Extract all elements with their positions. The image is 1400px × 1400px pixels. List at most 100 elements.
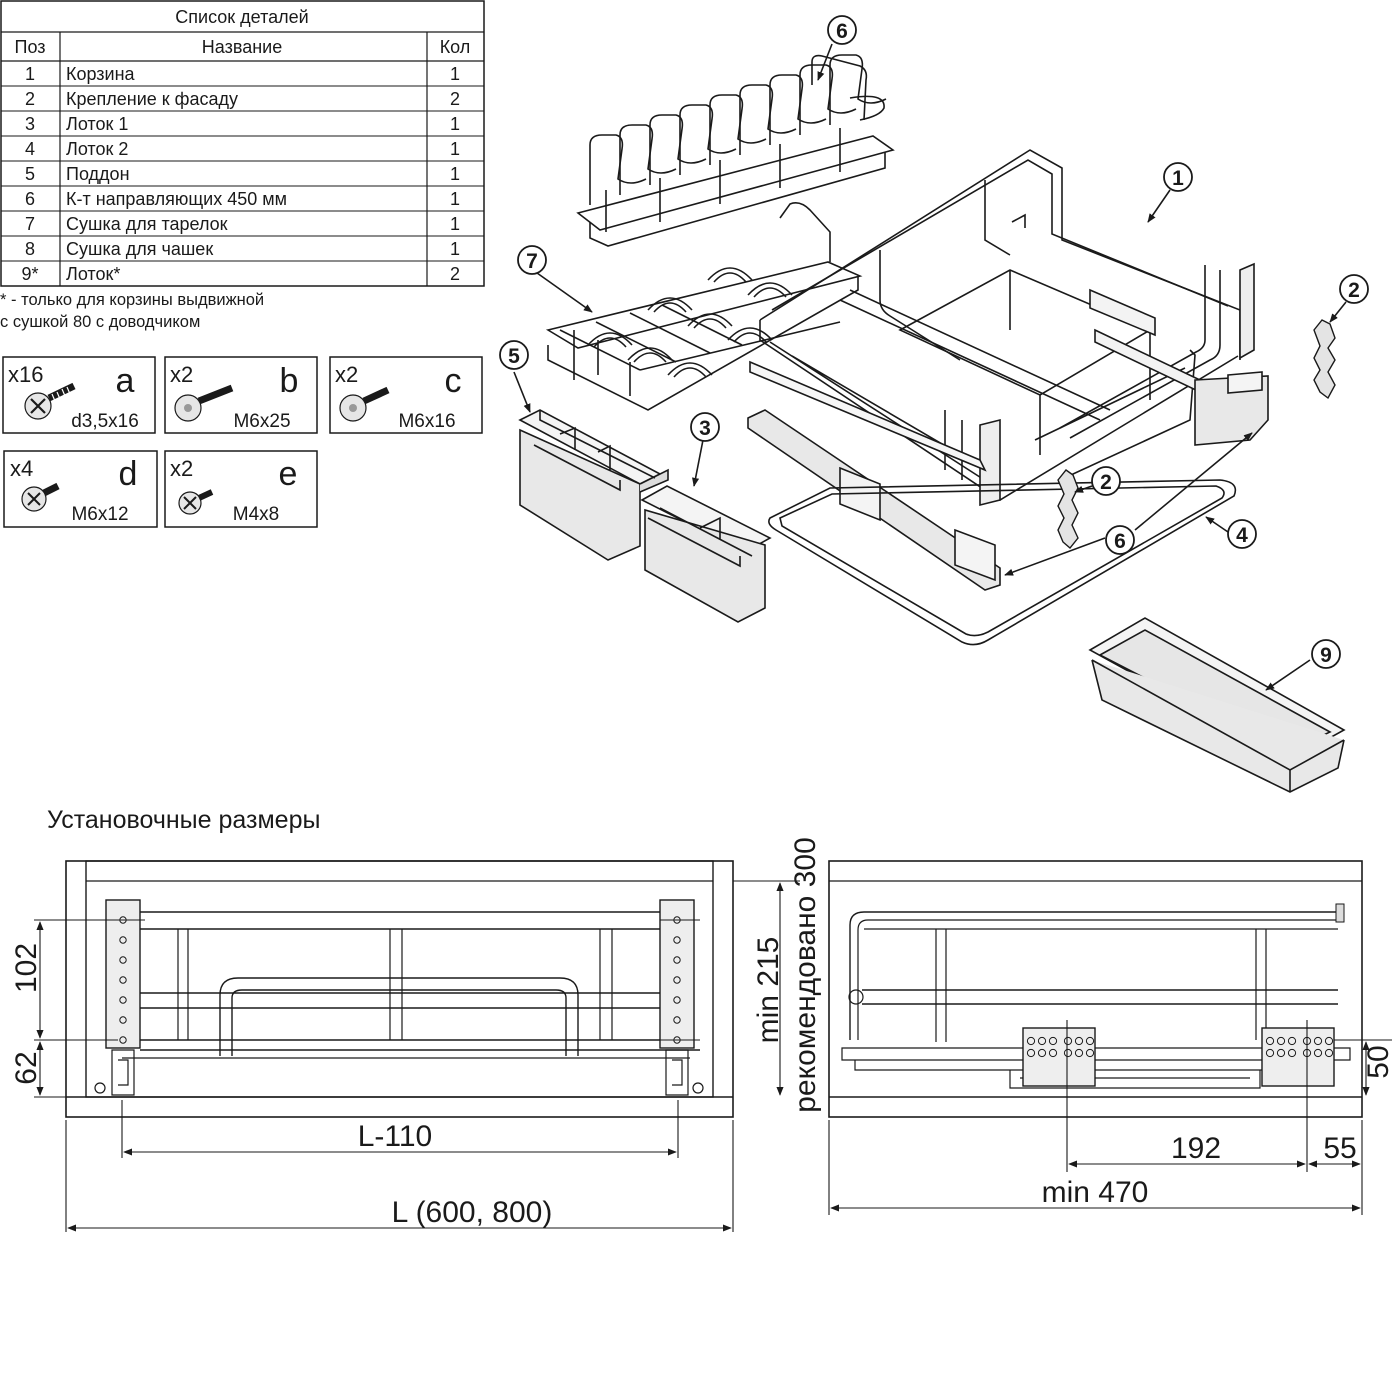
rack-fork — [619, 124, 677, 195]
fastener-size: M6x12 — [71, 504, 128, 525]
cell-qty: 2 — [450, 264, 460, 284]
svg-text:4: 4 — [1236, 524, 1248, 547]
fastener-size: M6x16 — [398, 411, 455, 432]
table-row: 9*Лоток*2 — [21, 264, 460, 284]
cell-pos: 1 — [25, 64, 35, 84]
bracket-illustration — [1057, 319, 1336, 550]
rack-fork — [709, 94, 767, 165]
fastener-qty: x2 — [170, 362, 193, 387]
cell-pos: 6 — [25, 189, 35, 209]
mounting-hole — [119, 936, 127, 944]
mounting-hole — [673, 996, 681, 1004]
svg-text:5: 5 — [508, 345, 520, 368]
cup-holder — [727, 327, 773, 343]
tray-2-illustration — [518, 409, 669, 561]
front-dimensions — [34, 919, 734, 1232]
col-header-qty: Кол — [440, 37, 471, 57]
runner-hole — [1324, 1048, 1334, 1058]
runner-hole — [1048, 1036, 1058, 1046]
svg-text:9: 9 — [1320, 644, 1332, 667]
cell-pos: 4 — [25, 139, 35, 159]
runner-hole — [1074, 1048, 1084, 1058]
fastener-box-d: x4 d M6x12 — [3, 450, 158, 528]
height-dimension — [733, 880, 800, 1096]
callout-7: 6 — [827, 15, 857, 45]
mounting-hole — [673, 1016, 681, 1024]
cutlery-tray-illustration — [1088, 617, 1346, 793]
callout-2-right: 2 — [1339, 274, 1369, 304]
fastener-qty: x2 — [170, 456, 193, 481]
svg-text:2: 2 — [1100, 471, 1112, 494]
dim-62: 62 — [10, 1051, 43, 1084]
runner-hole — [1276, 1036, 1286, 1046]
dim-depth: min 470 — [1042, 1176, 1149, 1209]
runner-hole — [1026, 1036, 1036, 1046]
cell-name: Поддон — [66, 164, 130, 184]
runner-hole — [1063, 1036, 1073, 1046]
callout-8: 7 — [517, 245, 547, 275]
fastener-letter: c — [445, 362, 462, 400]
cell-pos: 8 — [25, 239, 35, 259]
svg-text:6: 6 — [1114, 530, 1126, 553]
cup-holder — [707, 267, 753, 283]
cell-name: К-т направляющих 450 мм — [66, 189, 287, 209]
cup-holder — [587, 332, 633, 348]
cell-name: Корзина — [66, 64, 136, 84]
footnote-line-1: * - только для корзины выдвижной — [0, 291, 264, 309]
runner-hole — [1085, 1036, 1095, 1046]
pan-illustration — [768, 479, 1237, 646]
cell-qty: 1 — [450, 214, 460, 234]
cell-pos: 3 — [25, 114, 35, 134]
mounting-hole — [673, 976, 681, 984]
dim-height-min: min 215 — [752, 937, 785, 1044]
cup-holder — [747, 282, 793, 298]
dim-192: 192 — [1171, 1132, 1221, 1165]
fastener-size: M4x8 — [233, 504, 279, 525]
rack-fork — [799, 64, 857, 135]
runner-hole — [1265, 1048, 1275, 1058]
runner-hole — [1287, 1036, 1297, 1046]
cell-name: Крепление к фасаду — [66, 89, 238, 109]
cell-name: Лоток* — [66, 264, 120, 284]
callout-3: 3 — [690, 412, 720, 442]
fastener-letter: e — [279, 455, 298, 493]
fastener-qty: x2 — [335, 362, 358, 387]
runner-hole — [1324, 1036, 1334, 1046]
rack-fork — [649, 114, 707, 185]
cell-qty: 1 — [450, 139, 460, 159]
cell-qty: 1 — [450, 189, 460, 209]
runner-hole — [1085, 1048, 1095, 1058]
svg-text:7: 7 — [526, 250, 538, 273]
callout-4: 5 — [499, 340, 529, 370]
rack-fork — [739, 84, 797, 155]
bolt-icon — [174, 384, 234, 422]
cup-holder — [627, 347, 673, 363]
dim-height-recommended: рекомендовано 300 — [789, 837, 822, 1113]
bolt-icon — [178, 489, 214, 515]
mounting-hole — [119, 1016, 127, 1024]
mounting-hole — [119, 976, 127, 984]
wood-screw-icon — [24, 382, 76, 420]
runner-hole — [1048, 1048, 1058, 1058]
fastener-size: d3,5x16 — [71, 411, 139, 432]
mounting-hole — [119, 1036, 127, 1044]
svg-text:6: 6 — [836, 20, 848, 43]
mounting-hole — [119, 996, 127, 1004]
rack-fork — [589, 134, 647, 205]
dim-inner-width: L-110 — [358, 1120, 433, 1153]
runner-hole — [1037, 1048, 1047, 1058]
table-row: 6 К-т направляющих 450 мм 1 — [25, 189, 460, 209]
fastener-box-b: x2 b M6x25 — [164, 356, 318, 434]
cell-pos: 7 — [25, 214, 35, 234]
svg-text:1: 1 — [1172, 167, 1184, 190]
runner-hole — [1026, 1048, 1036, 1058]
parts-table-title: Список деталей — [175, 7, 308, 27]
callout-6: 6 — [1105, 525, 1135, 555]
footnote-line-2: с сушкой 80 с доводчиком — [0, 313, 200, 331]
